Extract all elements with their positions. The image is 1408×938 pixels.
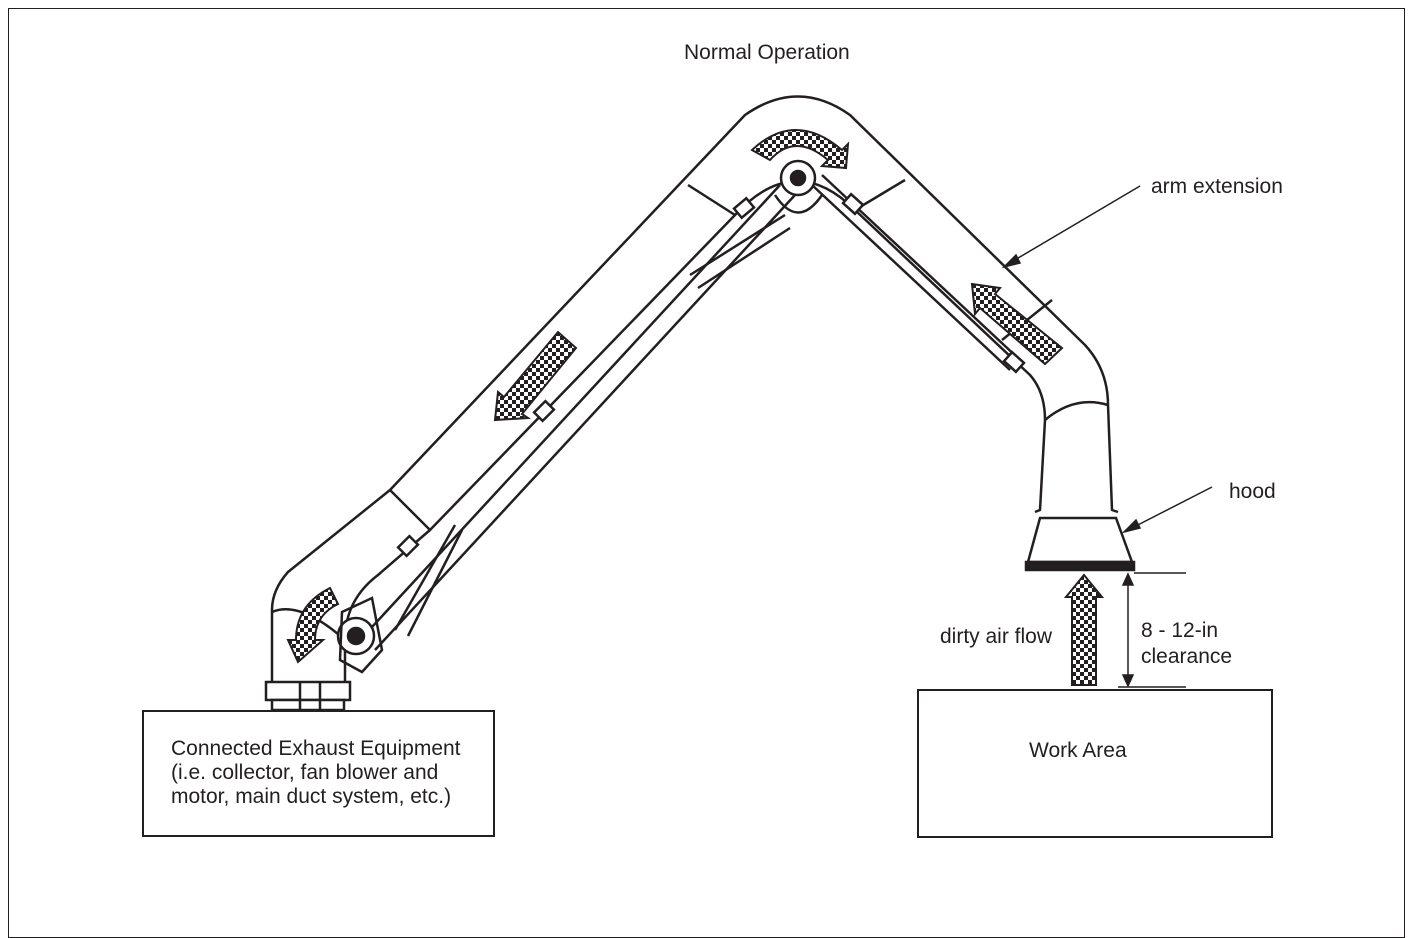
dimension-arrow-icon <box>1121 572 1135 586</box>
pivot-joints <box>336 159 1026 674</box>
clearance-label-line2: clearance <box>1141 645 1233 668</box>
pivot-top-bracket <box>773 194 824 214</box>
exhaust-equipment-box <box>142 710 495 837</box>
work-area-label: Work Area <box>1029 739 1127 762</box>
support-linkage <box>359 174 1021 651</box>
hood-rim <box>1024 560 1136 572</box>
dirty-air-flow-label: dirty air flow <box>940 625 1053 648</box>
gas-spring-upper-2 <box>697 226 791 290</box>
gas-spring-2 <box>406 529 464 637</box>
work-area-box <box>917 689 1273 838</box>
airflow-arrow-icon <box>970 282 1064 366</box>
pointer-arrow-icon <box>1001 253 1022 269</box>
gas-spring-upper-1 <box>689 213 786 277</box>
joint-lower <box>389 489 431 531</box>
arm-outer-outline <box>270 95 1119 682</box>
rod-main-1 <box>359 184 781 641</box>
base-flange <box>264 680 352 712</box>
rod-main-2 <box>374 194 796 651</box>
hood-label: hood <box>1229 480 1276 503</box>
arm-extension-pointer <box>1007 185 1141 265</box>
hood-pointer <box>1127 486 1213 531</box>
clip-4 <box>841 192 865 216</box>
clip-5 <box>1002 350 1026 374</box>
pivot-bottom-plate <box>338 596 384 674</box>
airflow-arrow-icon <box>493 330 578 422</box>
airflow-arrows <box>286 129 1105 686</box>
clearance-label-line1: 8 - 12-in <box>1141 619 1219 642</box>
dimension-arrow-icon <box>1121 674 1135 688</box>
airflow-arrow-icon <box>286 586 340 664</box>
exhaust-equipment-line1: Connected Exhaust Equipment <box>171 737 461 760</box>
pointer-lines <box>1001 185 1213 534</box>
clip-2 <box>532 399 556 423</box>
airflow-arrow-icon <box>750 129 850 170</box>
pivot-top-inner <box>789 169 807 187</box>
gas-spring-1 <box>393 524 457 631</box>
arm-extension-label: arm extension <box>1151 175 1283 198</box>
diagram-title: Normal Operation <box>684 41 850 64</box>
clearance-dimension <box>1118 572 1186 688</box>
pointer-arrow-icon <box>1121 518 1142 534</box>
clip-1 <box>732 196 756 220</box>
exhaust-equipment-line2: (i.e. collector, fan blower and <box>171 761 439 784</box>
exhaust-equipment-line3: motor, main duct system, etc.) <box>171 785 452 808</box>
elbow-seam-right <box>1044 400 1109 421</box>
airflow-arrow-icon <box>1063 573 1105 686</box>
hood <box>1024 516 1136 572</box>
joint-upper-left <box>687 183 736 217</box>
rod-right-1 <box>811 184 1011 371</box>
arm-inner-outline <box>343 179 1047 682</box>
clip-3 <box>396 534 420 558</box>
arm-tube <box>270 95 1119 682</box>
pivot-bottom-inner <box>346 626 366 646</box>
hood-cone <box>1026 516 1134 564</box>
